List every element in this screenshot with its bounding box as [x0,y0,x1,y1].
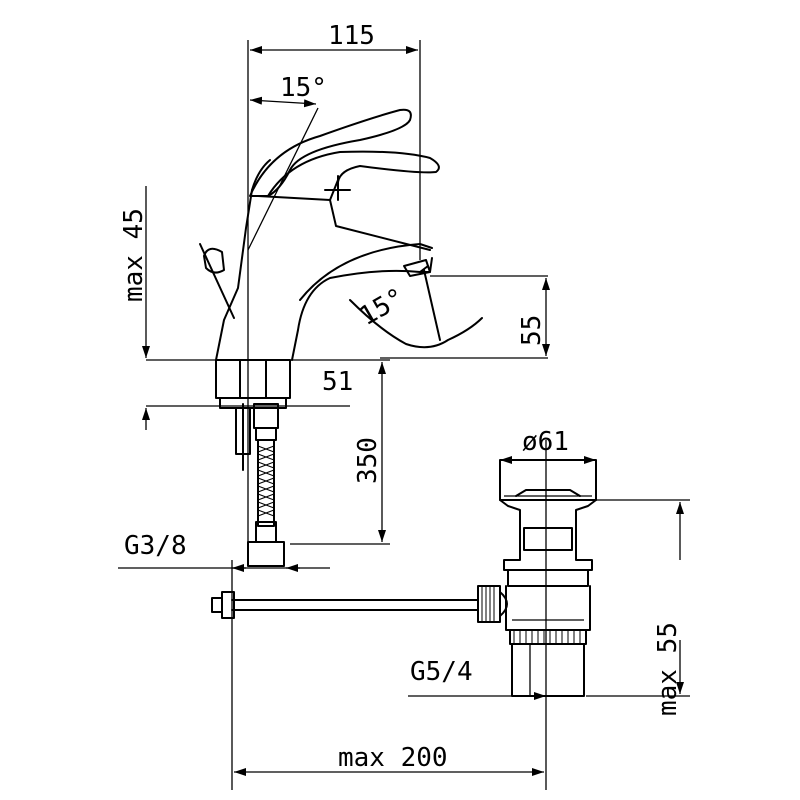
label-top-width: 115 [328,21,375,51]
label-waste-height: max 55 [653,622,683,716]
popup-rod [211,585,508,623]
supply-hoses [235,403,285,567]
lever-swing-arc [349,269,483,349]
dim-angle-top [249,96,317,108]
label-waste-diameter: ø61 [522,427,569,457]
label-waste-thread: G5/4 [410,657,473,687]
label-angle-bottom: 15° [355,283,411,332]
faucet-base [215,359,291,409]
waste-assembly [499,459,597,697]
popup-knob [199,243,235,319]
lever-handle [249,108,440,251]
label-hose-thread: G3/8 [124,531,187,561]
label-lever-height: max 45 [119,208,149,302]
label-hose-length: 350 [353,437,383,484]
label-spout-height: 55 [517,315,547,346]
label-rod-length: max 200 [338,743,448,773]
label-base-diameter: 51 [322,367,353,397]
reference-lines [118,40,690,790]
label-angle-top: 15° [280,73,327,103]
